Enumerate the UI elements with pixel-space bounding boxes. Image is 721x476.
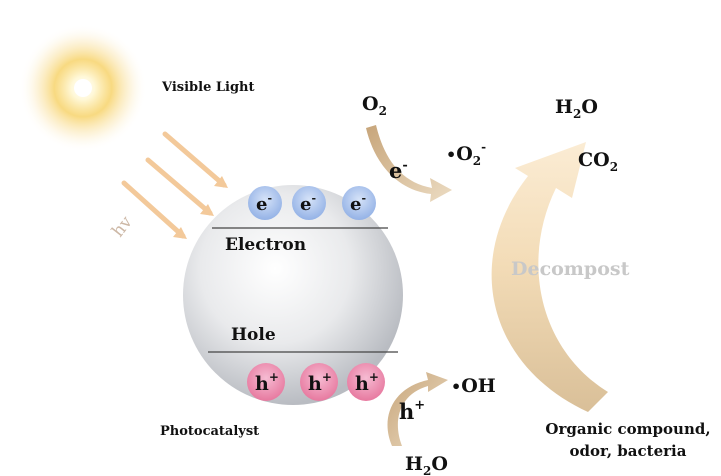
reduction-arrow bbox=[366, 125, 452, 202]
hole-circle bbox=[300, 363, 338, 401]
hydroxyl-label: •OH bbox=[451, 375, 496, 397]
light-ray bbox=[162, 131, 227, 188]
electron-circle bbox=[248, 186, 282, 220]
sun-icon bbox=[19, 24, 147, 152]
hole-symbol: h+ bbox=[308, 370, 332, 395]
organic-compound-label: Organic compound, odor, bacteria bbox=[538, 418, 718, 462]
decompost-label: Decompost bbox=[511, 258, 630, 280]
light-ray bbox=[145, 157, 213, 216]
hole-circle bbox=[247, 363, 285, 401]
e-minus-label: e- bbox=[389, 158, 408, 183]
light-ray bbox=[121, 180, 186, 239]
organic-line-2: odor, bacteria bbox=[569, 442, 687, 460]
light-ray-head bbox=[173, 227, 187, 239]
h2o-reactant-label: H2O bbox=[405, 453, 448, 476]
hole-particles bbox=[247, 363, 385, 401]
electron-circle bbox=[342, 186, 376, 220]
visible-light-label: Visible Light bbox=[162, 80, 255, 95]
electron-symbol: e- bbox=[256, 192, 272, 215]
light-ray-head bbox=[200, 204, 214, 216]
electron-particles bbox=[248, 186, 376, 220]
electron-symbol: e- bbox=[300, 192, 316, 215]
electron-label: Electron bbox=[225, 235, 306, 255]
organic-line-1: Organic compound, bbox=[545, 420, 711, 438]
hole-symbol: h+ bbox=[355, 370, 379, 395]
photocatalyst-sphere bbox=[183, 185, 403, 405]
decompose-arrow bbox=[491, 142, 608, 412]
h-plus-label: h+ bbox=[399, 398, 425, 424]
hole-circle bbox=[347, 363, 385, 401]
o2-label: O2 bbox=[362, 93, 387, 118]
hv-label: hv bbox=[108, 212, 137, 241]
light-ray-head bbox=[214, 176, 228, 188]
electron-circle bbox=[292, 186, 326, 220]
electron-symbol: e- bbox=[350, 192, 366, 215]
oxidation-arrow bbox=[387, 372, 448, 446]
hole-label: Hole bbox=[231, 325, 276, 345]
co2-product-label: CO2 bbox=[578, 149, 618, 174]
h2o-product-label: H2O bbox=[555, 96, 598, 121]
superoxide-label: •O2- bbox=[446, 140, 486, 168]
hole-symbol: h+ bbox=[255, 370, 279, 395]
photocatalyst-label: Photocatalyst bbox=[160, 424, 260, 439]
light-rays bbox=[121, 131, 228, 239]
